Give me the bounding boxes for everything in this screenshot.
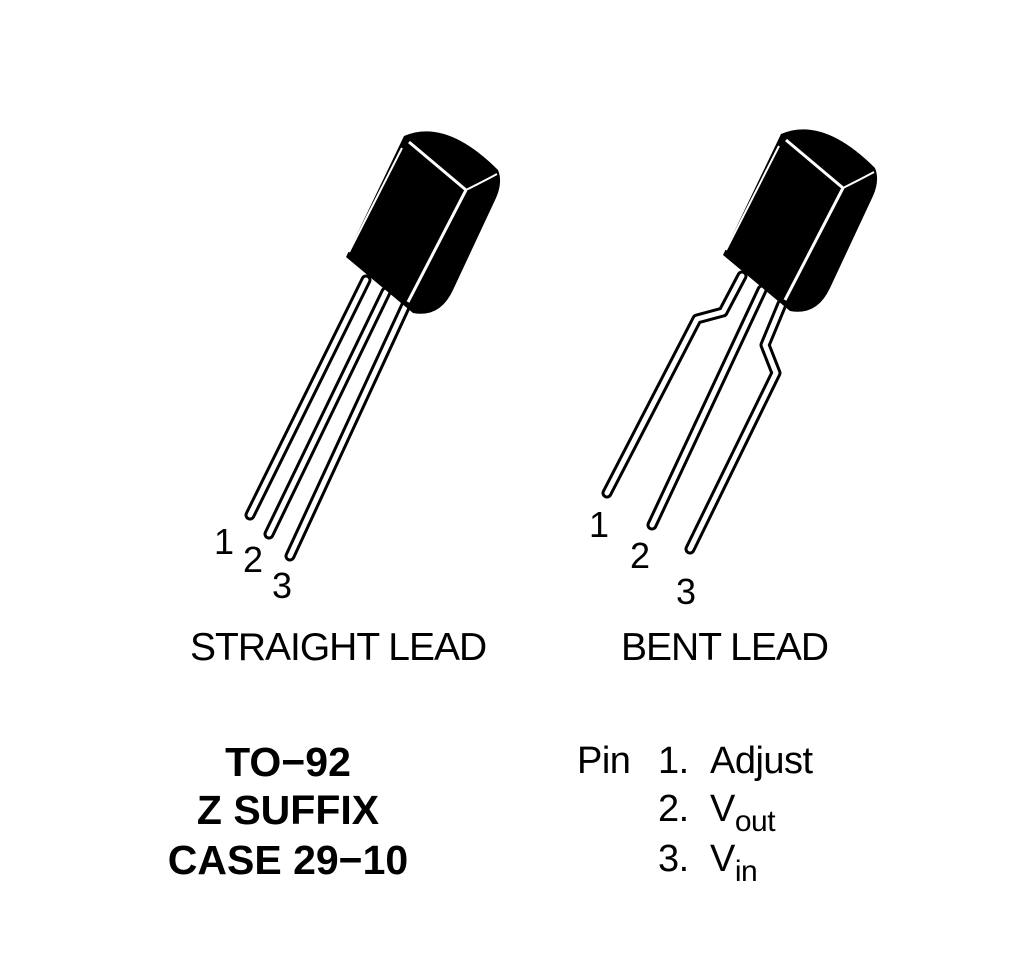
bent-body [723, 129, 878, 312]
package-type: TO−92 [225, 739, 351, 785]
pinout-1-number: 1. [658, 740, 689, 782]
straight-lead-caption: STRAIGHT LEAD [190, 626, 487, 669]
package-case: CASE 29−10 [167, 837, 409, 883]
straight-pin-3-label: 3 [272, 565, 293, 606]
straight-body [346, 131, 501, 314]
bent-pin-1-label: 1 [589, 504, 610, 545]
straight-lead-transistor [244, 131, 501, 562]
pinout-heading: Pin [577, 740, 631, 782]
bent-leads [601, 270, 788, 555]
pinout-2-number: 2. [658, 788, 689, 830]
pinout-3-name: Vin [710, 838, 758, 888]
pinout-2-name: Vout [710, 788, 776, 838]
pinout-1-name: Adjust [710, 740, 813, 782]
bent-pin-3-label: 3 [676, 571, 697, 612]
straight-leads [244, 274, 412, 562]
straight-pin-2-label: 2 [243, 539, 264, 580]
pinout-3-number: 3. [658, 838, 689, 880]
straight-pin-1-label: 1 [214, 521, 235, 562]
package-suffix: Z SUFFIX [196, 787, 380, 833]
bent-lead-transistor [601, 129, 878, 555]
bent-pin-2-label: 2 [630, 535, 651, 576]
bent-lead-caption: BENT LEAD [621, 626, 829, 669]
